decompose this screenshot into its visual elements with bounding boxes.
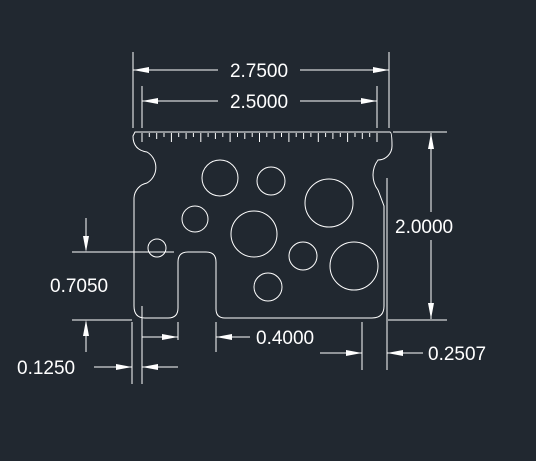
dim-label-slot-height: 0.7050 (50, 276, 108, 297)
hole (253, 272, 283, 302)
arrowhead (142, 98, 158, 104)
dim-label-height: 2.0000 (395, 217, 453, 238)
hole (304, 178, 354, 228)
dim-label-right-offset: 0.2507 (428, 344, 486, 365)
arrowhead (361, 98, 377, 104)
hole (230, 210, 278, 258)
arrowhead (387, 350, 403, 356)
arrowhead (116, 364, 132, 370)
arrowhead (162, 334, 178, 340)
hole (329, 241, 379, 291)
part-outline (132, 131, 393, 319)
hole (147, 238, 167, 258)
dim-label-slot-width: 0.4000 (256, 328, 314, 349)
arrowhead (373, 67, 389, 73)
hole (181, 205, 209, 233)
dim-label-overall-width: 2.7500 (230, 61, 288, 82)
arrowhead (428, 133, 434, 149)
arrowhead (83, 320, 89, 336)
arrowhead (346, 350, 362, 356)
ruler-ticks (141, 133, 378, 142)
hole (288, 241, 318, 271)
hole (201, 159, 239, 197)
arrowhead (216, 334, 232, 340)
dim-label-inner-width: 2.5000 (230, 92, 288, 113)
hole (256, 166, 286, 196)
arrowhead (133, 67, 149, 73)
arrowhead (142, 364, 158, 370)
dim-label-bottom-offset: 0.1250 (17, 358, 75, 379)
arrowhead (83, 236, 89, 252)
arrowhead (428, 303, 434, 319)
